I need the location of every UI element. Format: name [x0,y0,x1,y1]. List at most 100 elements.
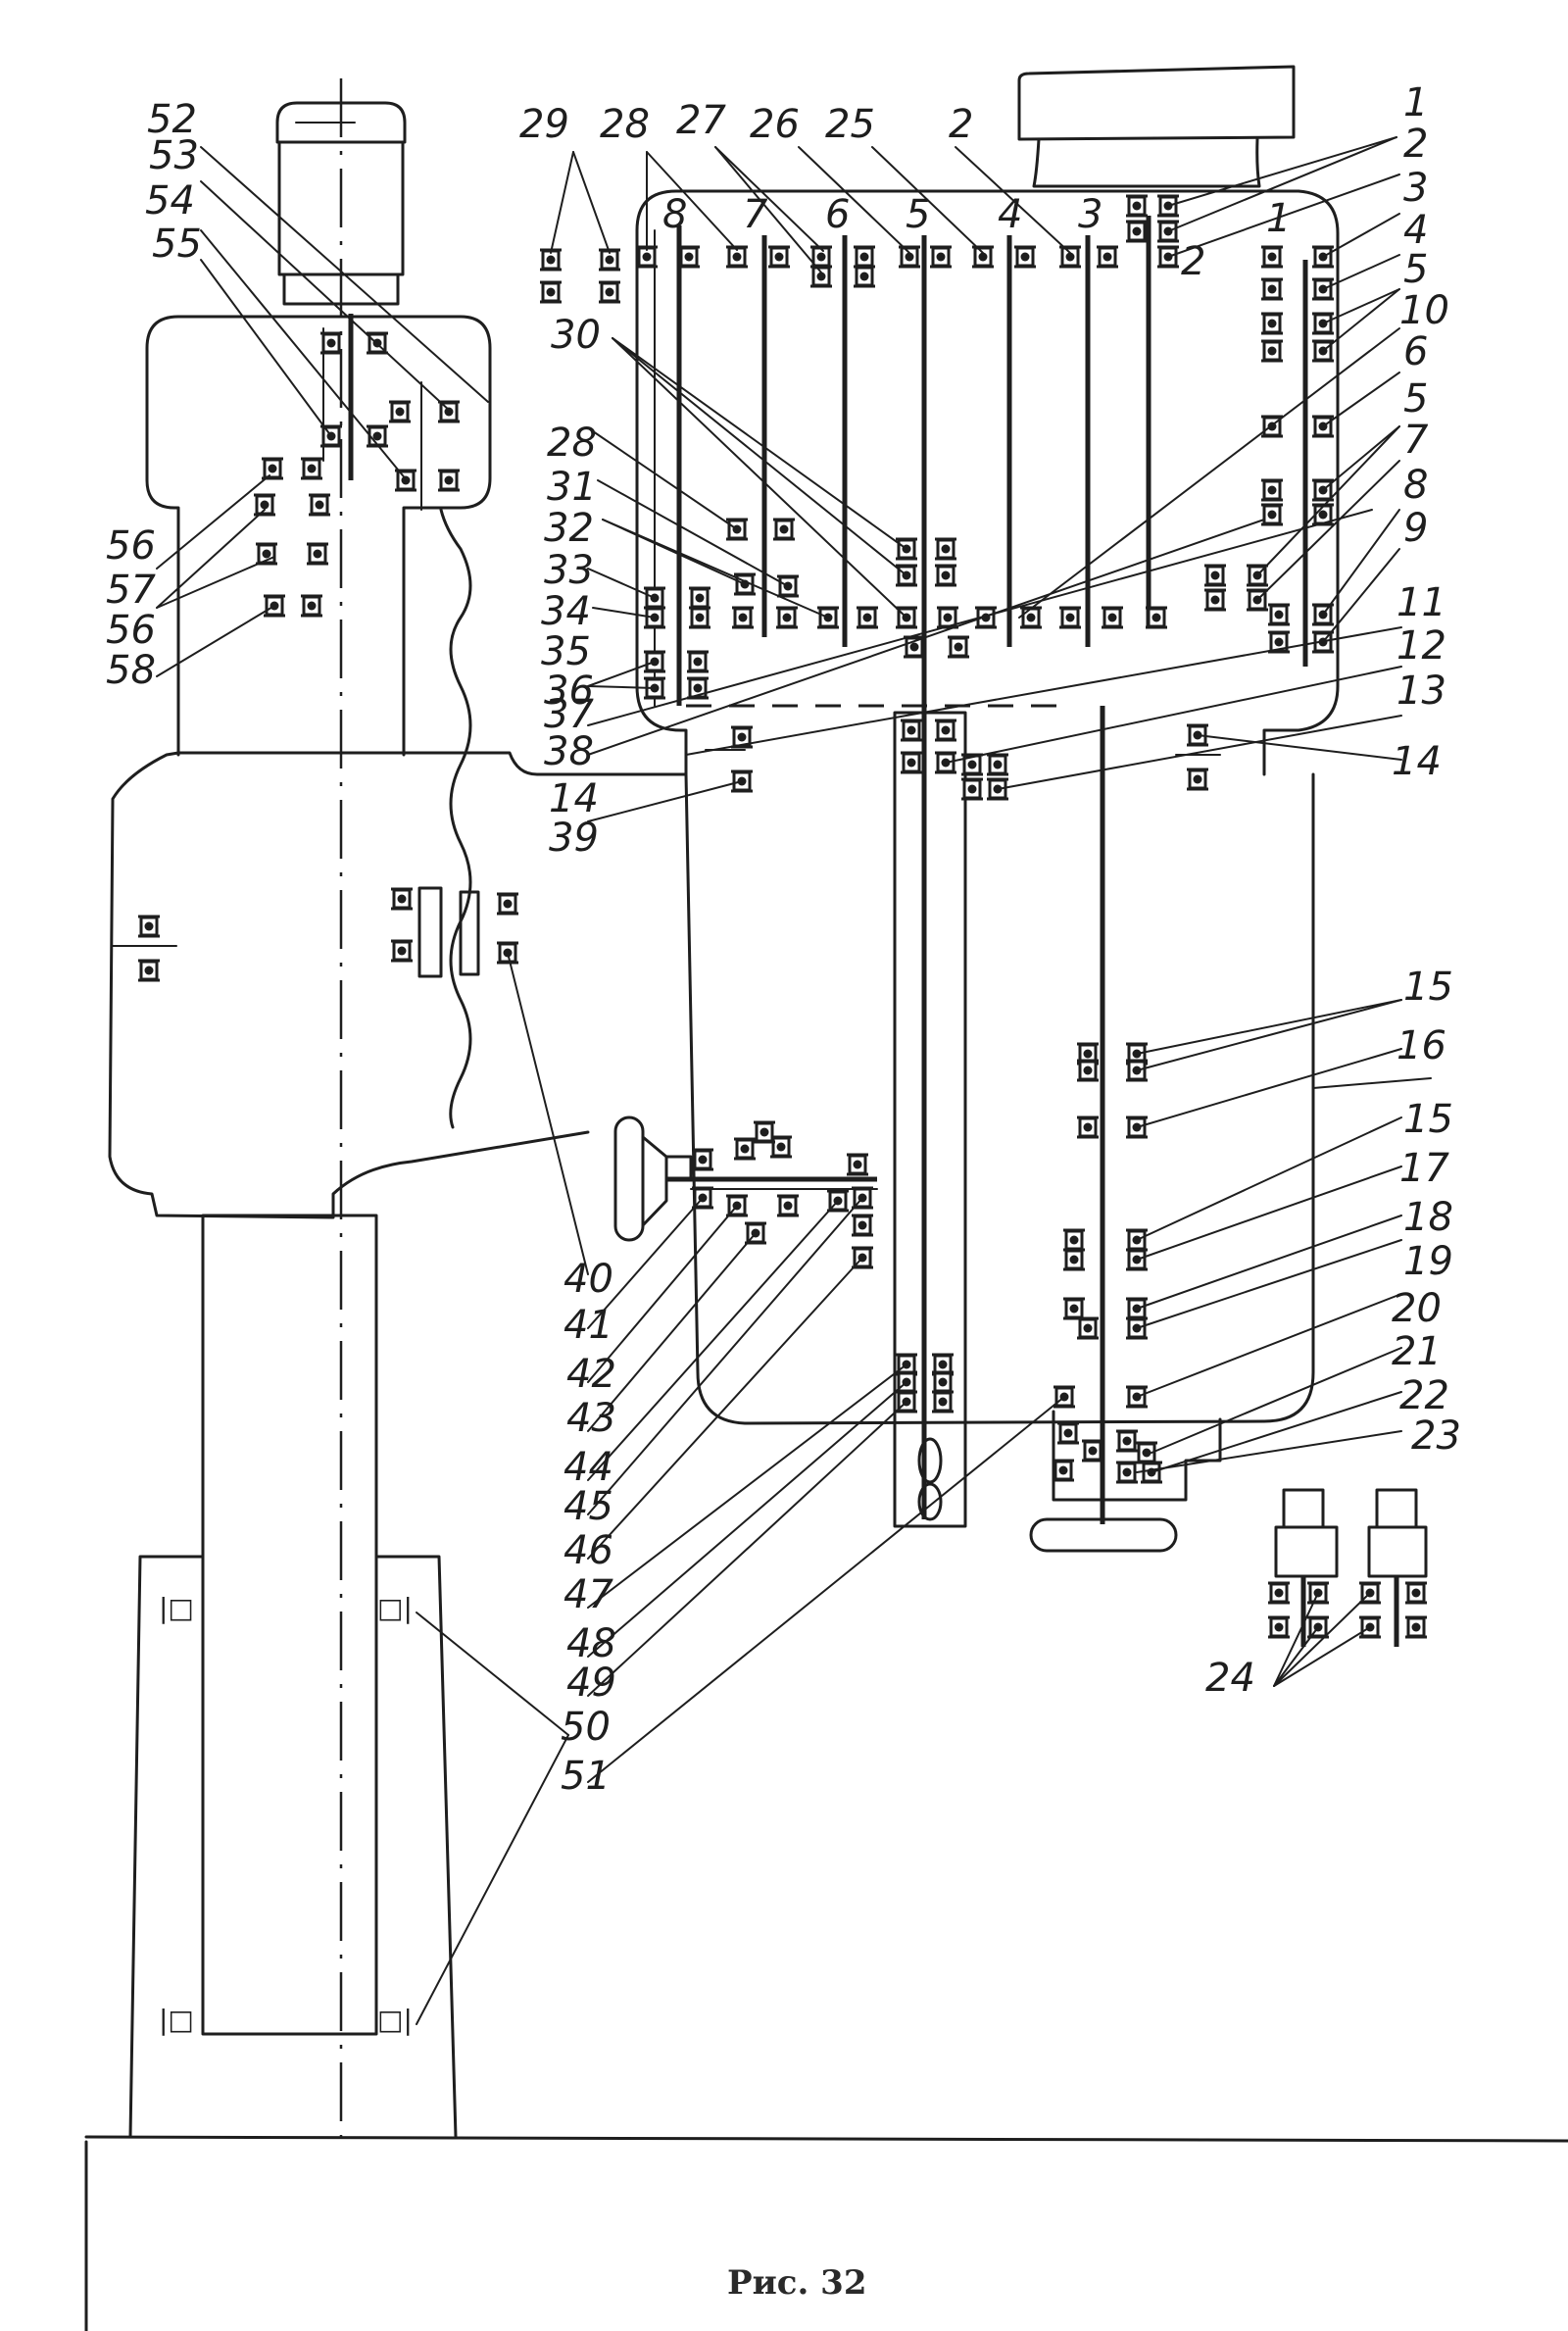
arm-housing [108,751,688,1219]
labels-left-middle: 30 28 31 32 33 34 35 36 37 38 14 39 [541,313,601,861]
label: 5 [1403,247,1428,292]
label: 51 [561,1754,611,1799]
label: 43 [566,1396,616,1441]
column-head-housing [145,315,492,757]
label: 54 [145,178,195,223]
label: 36 [544,669,594,714]
label: 35 [541,629,591,674]
label: 32 [544,506,594,551]
column-head-shafts [252,314,462,618]
label: 37 [544,692,594,737]
label: 4 [1403,208,1428,253]
label: 11 [1396,580,1446,625]
label: 25 [825,102,875,147]
label: 9 [1403,506,1428,551]
label: 24 [1205,1656,1255,1701]
label: 20 [1392,1286,1442,1331]
svg-text:□|: □| [377,2004,413,2036]
label: 58 [106,648,156,693]
machine-base [84,2135,1568,2331]
label: 55 [152,222,202,267]
label: 2 [1403,122,1428,167]
label: 15 [1403,965,1453,1010]
label: 56 [106,608,156,653]
label: 45 [564,1484,613,1529]
label: 7 [1403,418,1429,463]
label: 49 [566,1661,616,1706]
labels-top-row: 29 28 27 26 25 2 [519,98,973,147]
labels-right-upper: 1 2 3 4 5 10 6 5 7 8 9 11 12 13 14 [1392,80,1449,784]
labels-shaft-numbers: 8 7 6 5 4 3 2 1 [662,192,1291,284]
auxiliary-motors [1266,1488,1429,1647]
label: 2 [1181,239,1205,284]
spindle-bearings [894,1042,1150,1413]
label: 27 [676,98,726,143]
label: 46 [564,1528,613,1573]
label: 14 [1392,739,1442,784]
label: 26 [750,102,800,147]
labels-right-lower: 15 16 15 17 18 19 20 21 22 23 24 [1205,965,1461,1701]
labels-column-head: 52 53 54 55 56 57 56 58 [106,97,202,693]
spindle-nose [917,1410,1222,1553]
label: 53 [149,133,199,178]
svg-text:|□: |□ [159,2004,194,2036]
svg-text:□|: □| [377,1592,413,1624]
label: 3 [1078,192,1102,237]
label: 16 [1396,1023,1446,1068]
label: 4 [998,192,1022,237]
label: 40 [564,1257,613,1302]
label: 48 [566,1621,616,1666]
label: 5 [906,192,930,237]
feed-box [684,711,1315,1528]
label: 10 [1399,288,1449,333]
label: 50 [561,1705,611,1750]
label: 15 [1403,1097,1453,1142]
main-motor [1017,65,1296,188]
label: 1 [1403,80,1428,125]
label: 29 [519,102,569,147]
label: 31 [547,465,597,510]
label: 38 [544,729,594,774]
feed-handwheel [613,1116,878,1269]
label: 56 [106,523,156,569]
label: 18 [1403,1195,1453,1240]
label: 8 [1403,463,1428,508]
label: 19 [1403,1239,1453,1284]
label: 12 [1396,623,1446,669]
label: 52 [147,97,197,142]
label: 1 [1266,196,1291,241]
spindle-sleeve-wave [439,508,472,1129]
label: 23 [1411,1413,1461,1459]
label: 57 [106,568,156,613]
label: 28 [547,421,597,466]
label: 34 [541,589,591,634]
svg-text:|□: |□ [159,1592,194,1624]
label: 33 [544,548,594,593]
label: 6 [1403,329,1428,374]
label: 7 [743,192,768,237]
label: 39 [549,816,599,861]
label: 21 [1392,1329,1442,1374]
label: 44 [564,1445,613,1490]
label: 5 [1403,376,1428,422]
leader-lines [156,136,1432,2025]
label: 28 [600,102,650,147]
gearbox-housing [635,189,1340,776]
figure-caption: Рис. 32 [727,2263,866,2303]
label: 14 [549,776,599,821]
label: 30 [551,313,601,358]
label: 8 [662,192,687,237]
label: 22 [1399,1373,1449,1418]
label: 13 [1396,669,1446,714]
label: 41 [564,1303,613,1348]
label: 17 [1399,1146,1449,1191]
gearbox-shafts [654,216,1308,1524]
label: 2 [949,102,973,147]
gearbox-bearings [538,194,1336,700]
label: 3 [1403,166,1428,211]
label: 42 [566,1352,616,1397]
labels-bottom-left: 40 41 42 43 44 45 46 47 48 49 50 51 [561,1257,616,1799]
column-sleeve: |□ |□ □| □| [128,1214,458,2139]
label: 47 [564,1572,613,1617]
